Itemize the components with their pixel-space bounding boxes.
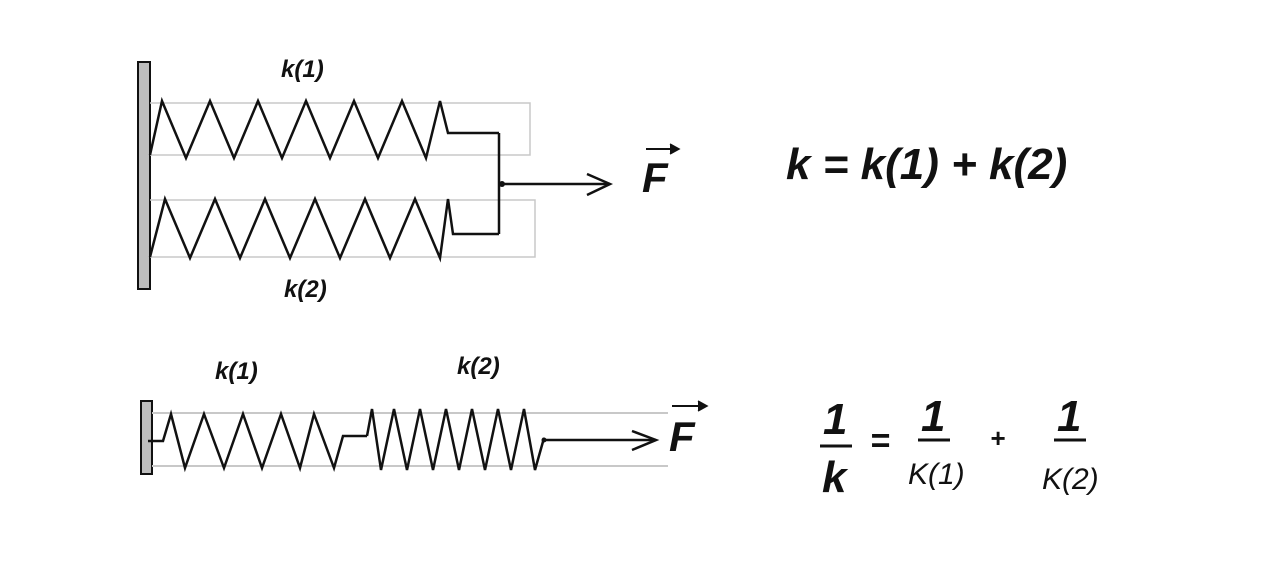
series-force-arrowhead [631,429,660,452]
parallel-spring-top [148,96,499,162]
parallel-bottom-guide [150,199,536,258]
series-spring-2 [365,408,546,471]
series-f-vector-head [697,400,709,412]
parallel-force-arrowhead [586,172,614,197]
parallel-wall [137,61,151,290]
parallel-f-vector-head [669,143,681,155]
series-joint-dot [541,437,547,443]
series-spring-1 [148,409,367,473]
parallel-top-guide [150,102,531,156]
parallel-spring-bottom [148,195,499,263]
series-wall [140,400,153,475]
